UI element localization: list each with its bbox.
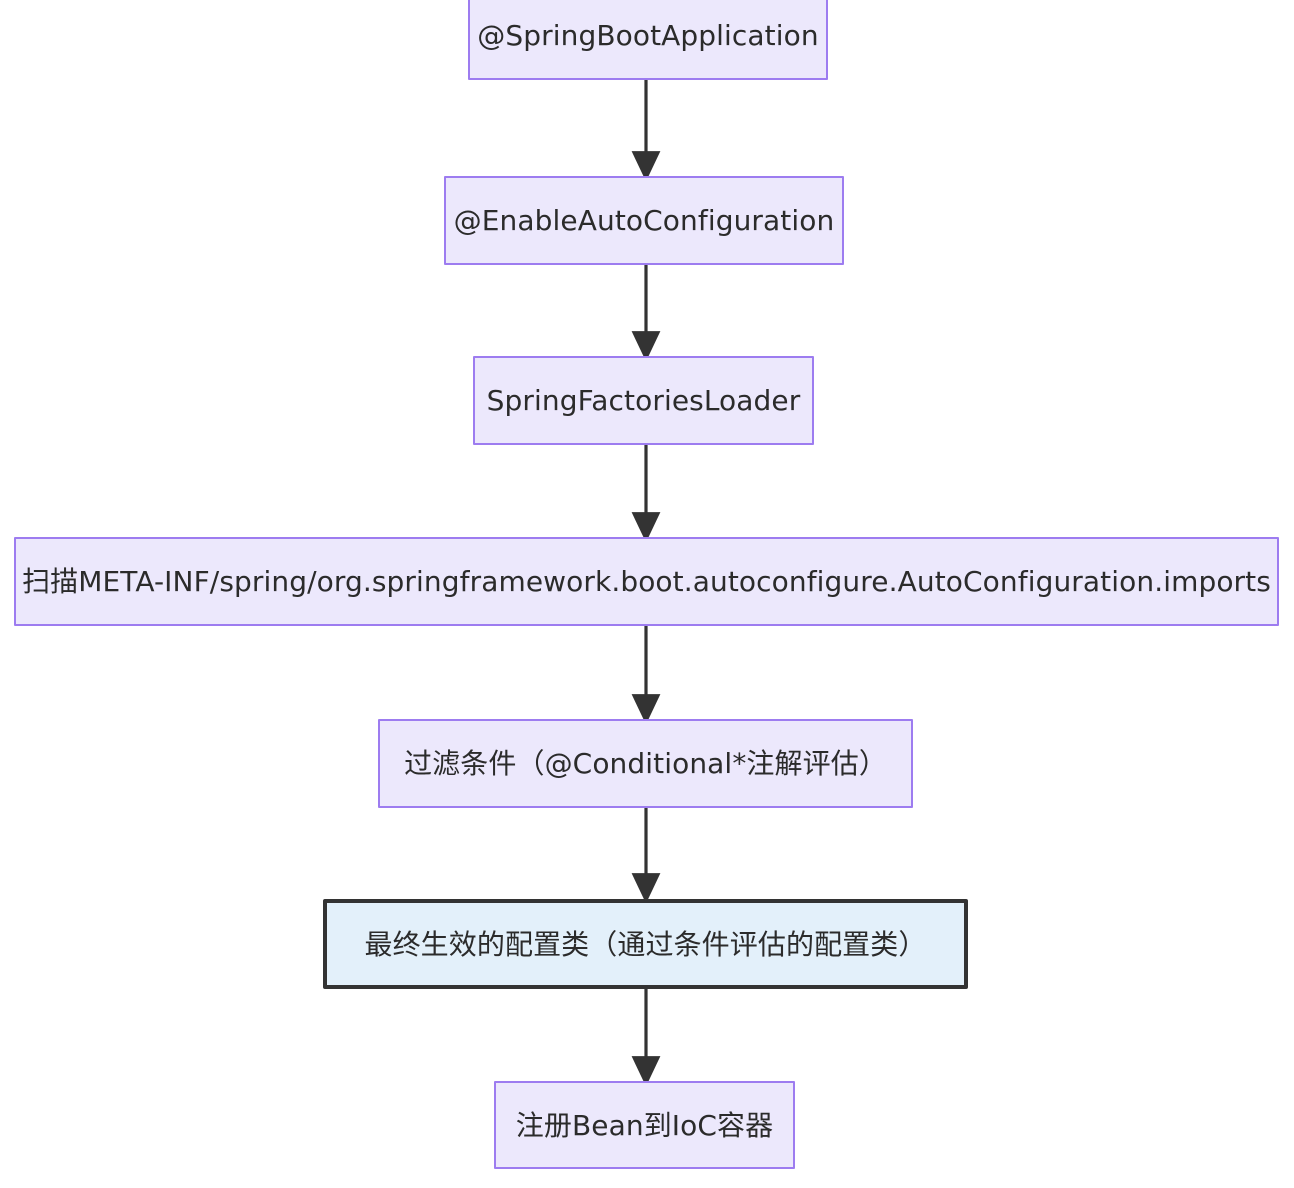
node-label: 扫描META-INF/spring/org.springframework.bo… [22, 565, 1271, 598]
node-filter-conditional-annotations[interactable]: 过滤条件（@Conditional*注解评估） [378, 719, 913, 808]
node-spring-factories-loader[interactable]: SpringFactoriesLoader [473, 356, 814, 445]
node-label: @EnableAutoConfiguration [453, 204, 835, 237]
node-label: SpringFactoriesLoader [486, 384, 801, 417]
node-register-bean-to-ioc-container[interactable]: 注册Bean到IoC容器 [494, 1081, 795, 1169]
node-label: 过滤条件（@Conditional*注解评估） [404, 747, 887, 780]
node-enable-auto-configuration[interactable]: @EnableAutoConfiguration [444, 176, 844, 265]
node-label: 注册Bean到IoC容器 [515, 1108, 774, 1142]
node-label: @SpringBootApplication [477, 18, 819, 52]
node-spring-boot-application[interactable]: @SpringBootApplication [468, 0, 828, 80]
node-label: 最终生效的配置类（通过条件评估的配置类） [364, 927, 927, 961]
node-effective-configuration-classes[interactable]: 最终生效的配置类（通过条件评估的配置类） [323, 899, 968, 989]
node-scan-auto-configuration-imports[interactable]: 扫描META-INF/spring/org.springframework.bo… [14, 537, 1279, 626]
